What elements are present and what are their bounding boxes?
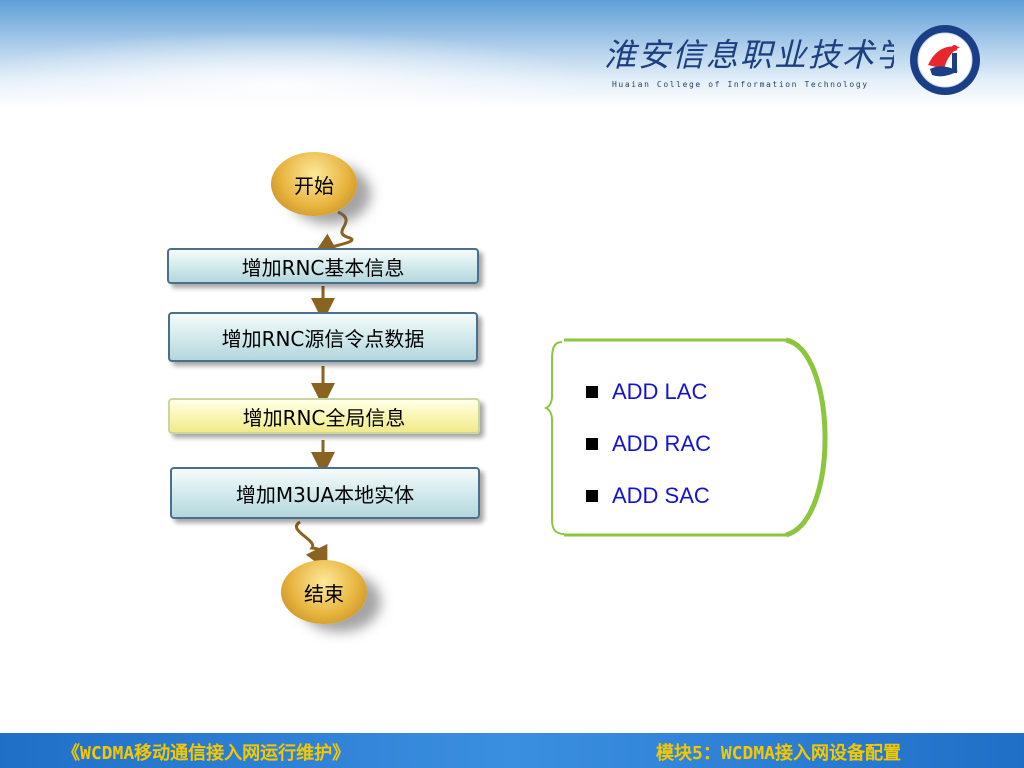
start-node: 开始 <box>271 152 357 216</box>
command-item: ADD RAC <box>586 418 711 470</box>
college-name-cn: 淮安信息职业技术学院 <box>604 36 894 74</box>
step-rnc-global-info: 增加RNC全局信息 <box>168 398 480 434</box>
square-bullet-icon <box>586 438 598 450</box>
footer-bar: 《WCDMA移动通信接入网运行维护》 模块5：WCDMA接入网设备配置 <box>0 733 1024 768</box>
command-list: ADD LAC ADD RAC ADD SAC <box>586 366 711 522</box>
connector-end <box>295 520 328 571</box>
header-banner: 淮安信息职业技术学院 Huaian College of Information… <box>0 0 1024 140</box>
command-bracket <box>543 337 828 538</box>
command-add-lac: ADD LAC <box>612 379 708 404</box>
connector-start <box>312 210 354 256</box>
college-seal-logo-icon <box>910 25 980 95</box>
footer-course-title: 《WCDMA移动通信接入网运行维护》 <box>62 743 351 764</box>
square-bullet-icon <box>586 490 598 502</box>
banner-glow <box>0 30 600 140</box>
command-item: ADD LAC <box>586 366 711 418</box>
command-add-sac: ADD SAC <box>612 483 710 508</box>
step-m3ua-local-entity: 增加M3UA本地实体 <box>170 467 480 519</box>
command-item: ADD SAC <box>586 470 711 522</box>
end-node: 结束 <box>281 560 367 624</box>
square-bullet-icon <box>586 386 598 398</box>
college-name-en: Huaian College of Information Technology <box>612 80 869 89</box>
command-add-rac: ADD RAC <box>612 431 712 456</box>
footer-module-title: 模块5：WCDMA接入网设备配置 <box>656 743 902 764</box>
step-rnc-signalling-point: 增加RNC源信令点数据 <box>168 312 478 362</box>
step-rnc-basic-info: 增加RNC基本信息 <box>167 248 479 284</box>
